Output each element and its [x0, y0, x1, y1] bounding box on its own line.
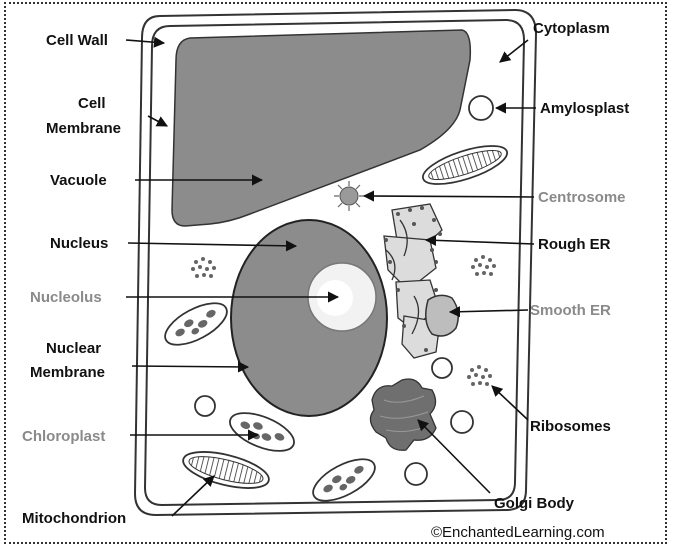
centrosome — [334, 181, 364, 211]
label-nuclear-membrane-line1: Nuclear — [46, 340, 101, 357]
label-mitochondrion: Mitochondrion — [22, 510, 126, 527]
label-golgi-body: Golgi Body — [494, 495, 575, 512]
label-centrosome: Centrosome — [538, 189, 626, 206]
label-vacuole: Vacuole — [50, 172, 107, 189]
label-nucleus: Nucleus — [50, 235, 108, 252]
label-nuclear-membrane-line2: Membrane — [30, 364, 105, 381]
label-nucleolus: Nucleolus — [30, 289, 102, 306]
label-ribosomes: Ribosomes — [530, 418, 611, 435]
vesicle — [405, 463, 427, 485]
smooth-er — [426, 295, 459, 336]
credit-text: ©EnchantedLearning.com — [431, 524, 605, 541]
label-cytoplasm: Cytoplasm — [533, 20, 610, 37]
label-smooth-er: Smooth ER — [530, 302, 611, 319]
vesicle — [195, 396, 215, 416]
label-rough-er: Rough ER — [538, 236, 611, 253]
amylosplast — [469, 96, 493, 120]
label-amylosplast: Amylosplast — [540, 100, 629, 117]
label-cell-wall: Cell Wall — [46, 32, 108, 49]
vesicle — [451, 411, 473, 433]
vesicle — [432, 358, 452, 378]
label-chloroplast: Chloroplast — [22, 428, 105, 445]
label-cell-membrane-line1: Cell — [78, 95, 106, 112]
arrow-nuclear-membrane — [132, 366, 248, 367]
label-cell-membrane-line2: Membrane — [46, 120, 121, 137]
arrow-centrosome — [364, 196, 534, 197]
